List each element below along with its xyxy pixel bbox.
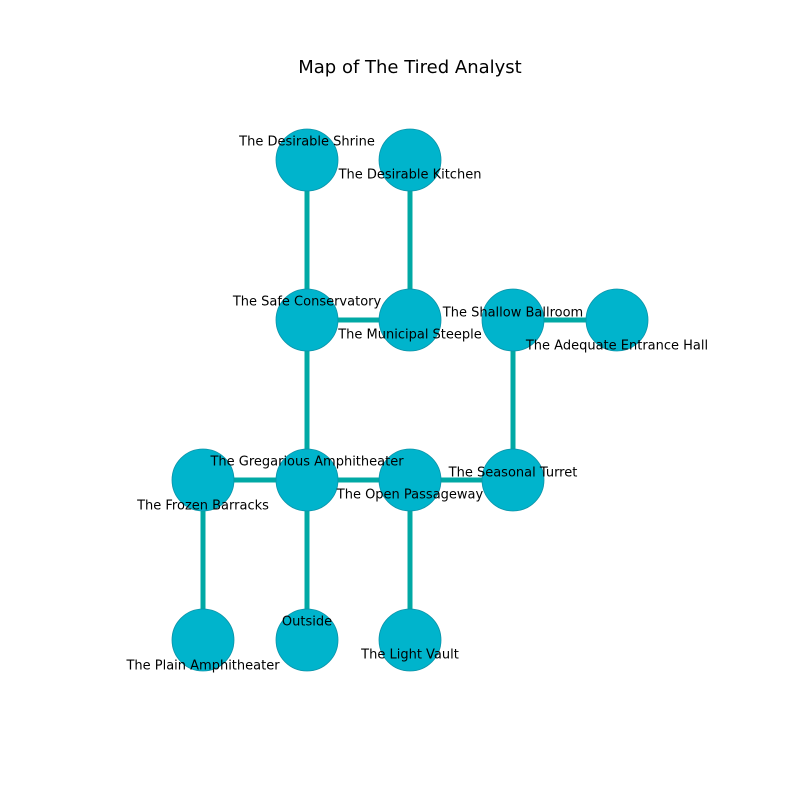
- connections-layer: [200, 160, 617, 640]
- room-label-plain: The Plain Amphitheater: [125, 659, 280, 674]
- room-label-outside: Outside: [282, 615, 332, 630]
- room-label-kitchen: The Desirable Kitchen: [338, 168, 482, 183]
- room-label-steeple: The Municipal Steeple: [337, 328, 482, 343]
- room-node-passageway: [378, 448, 442, 512]
- room-label-passageway: The Open Passageway: [336, 488, 484, 503]
- room-node-gregarious: [275, 448, 339, 512]
- room-node-conservatory: [275, 288, 339, 352]
- room-node-kitchen: [378, 128, 442, 192]
- room-node-shrine: [275, 128, 339, 192]
- room-node-plain: [171, 608, 235, 672]
- room-label-conservatory: The Safe Conservatory: [232, 295, 382, 310]
- room-label-gregarious: The Gregarious Amphitheater: [209, 455, 404, 470]
- room-node-turret: [481, 448, 545, 512]
- room-node-steeple: [378, 288, 442, 352]
- room-node-entrance: [585, 288, 649, 352]
- room-label-ballroom: The Shallow Ballroom: [442, 306, 583, 321]
- room-label-barracks: The Frozen Barracks: [136, 499, 269, 514]
- room-label-shrine: The Desirable Shrine: [238, 135, 375, 150]
- room-label-vault: The Light Vault: [360, 648, 459, 663]
- room-label-turret: The Seasonal Turret: [448, 466, 578, 481]
- room-node-vault: [378, 608, 442, 672]
- diagram-title: Map of The Tired Analyst: [298, 57, 522, 78]
- room-node-outside: [275, 608, 339, 672]
- room-node-ballroom: [481, 288, 545, 352]
- room-label-entrance: The Adequate Entrance Hall: [525, 339, 708, 354]
- room-node-barracks: [171, 448, 235, 512]
- rooms-layer: [171, 128, 649, 672]
